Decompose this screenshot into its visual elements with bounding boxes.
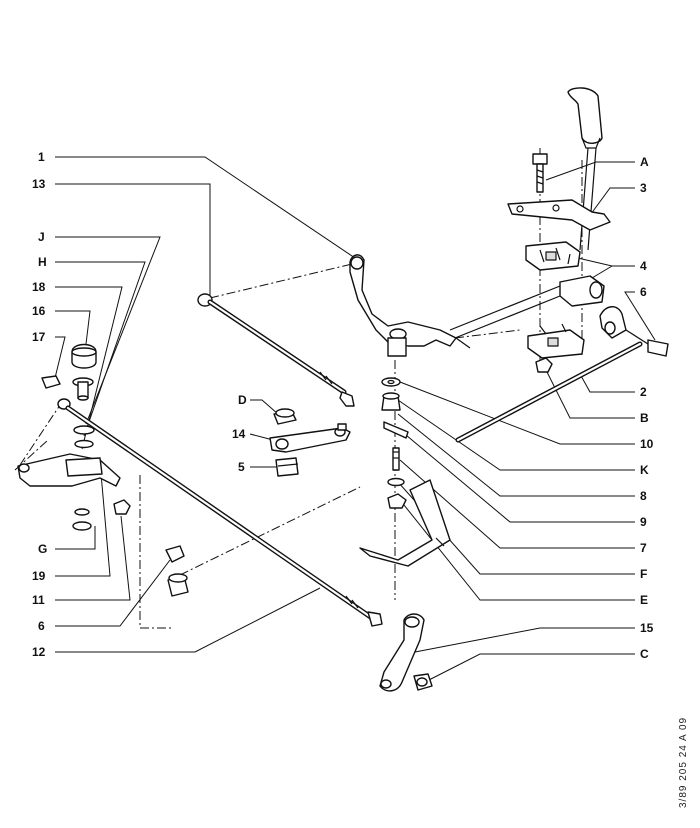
clamp-4-upper — [525, 241, 581, 271]
nut-11 — [113, 499, 131, 515]
label-5: 5 — [238, 460, 245, 474]
link-14 — [269, 423, 351, 453]
bush-6-left — [165, 545, 189, 597]
washer-f — [387, 477, 405, 487]
label-2: 2 — [640, 385, 647, 399]
label-1: 1 — [38, 150, 45, 164]
label-16: 16 — [32, 304, 46, 318]
washer-10 — [381, 377, 401, 387]
labels-left: 1 13 J H 18 16 17 G 19 11 6 12 — [32, 150, 47, 659]
label-h: H — [38, 255, 47, 269]
labels-middle: D 14 5 — [232, 393, 247, 474]
labels-right: A 3 4 6 2 B 10 K 8 9 7 F E 15 C — [640, 155, 654, 661]
nut-d — [273, 408, 297, 425]
label-j: J — [38, 230, 45, 244]
label-e: E — [640, 593, 648, 607]
key-17 — [41, 375, 61, 389]
label-18: 18 — [32, 280, 46, 294]
label-7: 7 — [640, 541, 647, 555]
bolt-a — [532, 153, 548, 193]
label-4: 4 — [640, 259, 647, 273]
label-c: C — [640, 647, 649, 661]
cap-16 — [71, 343, 97, 369]
nut-c — [413, 673, 433, 691]
label-6-left: 6 — [38, 619, 45, 633]
reference-code: 3/89 205 24 A 09 — [678, 717, 689, 808]
rod-2 — [455, 341, 643, 443]
bracket-3 — [507, 199, 611, 231]
support-bracket — [359, 479, 451, 567]
washers-left — [73, 425, 95, 449]
pin-7 — [392, 447, 400, 471]
label-b: B — [640, 411, 649, 425]
label-d: D — [238, 393, 247, 407]
clamp-4-lower — [527, 323, 585, 359]
label-14: 14 — [232, 427, 246, 441]
label-8: 8 — [640, 489, 647, 503]
pivot-housing — [449, 275, 605, 341]
left-lever-plate — [17, 453, 121, 487]
bush-5 — [275, 457, 299, 477]
link-6-right — [599, 306, 669, 357]
nut-e — [387, 493, 407, 509]
stud-18 — [72, 377, 94, 401]
label-13: 13 — [32, 177, 46, 191]
label-9: 9 — [640, 515, 647, 529]
nut-b — [535, 357, 553, 373]
gear-lever — [567, 87, 603, 251]
bush-k — [381, 392, 401, 411]
rod-13 — [197, 293, 355, 407]
label-15: 15 — [640, 621, 654, 635]
label-6-right: 6 — [640, 285, 647, 299]
lever-15 — [379, 613, 425, 692]
label-a: A — [640, 155, 649, 169]
leader-lines — [54, 156, 656, 683]
label-10: 10 — [640, 437, 654, 451]
label-19: 19 — [32, 569, 46, 583]
label-g: G — [38, 542, 47, 556]
label-12: 12 — [32, 645, 46, 659]
label-k: K — [640, 463, 649, 477]
selector-lever-1 — [349, 254, 471, 357]
label-3: 3 — [640, 181, 647, 195]
label-f: F — [640, 567, 647, 581]
rod-12 — [57, 398, 383, 627]
clip-9 — [383, 421, 409, 439]
washers-g — [72, 508, 92, 531]
label-17: 17 — [32, 330, 46, 344]
label-11: 11 — [32, 593, 45, 607]
